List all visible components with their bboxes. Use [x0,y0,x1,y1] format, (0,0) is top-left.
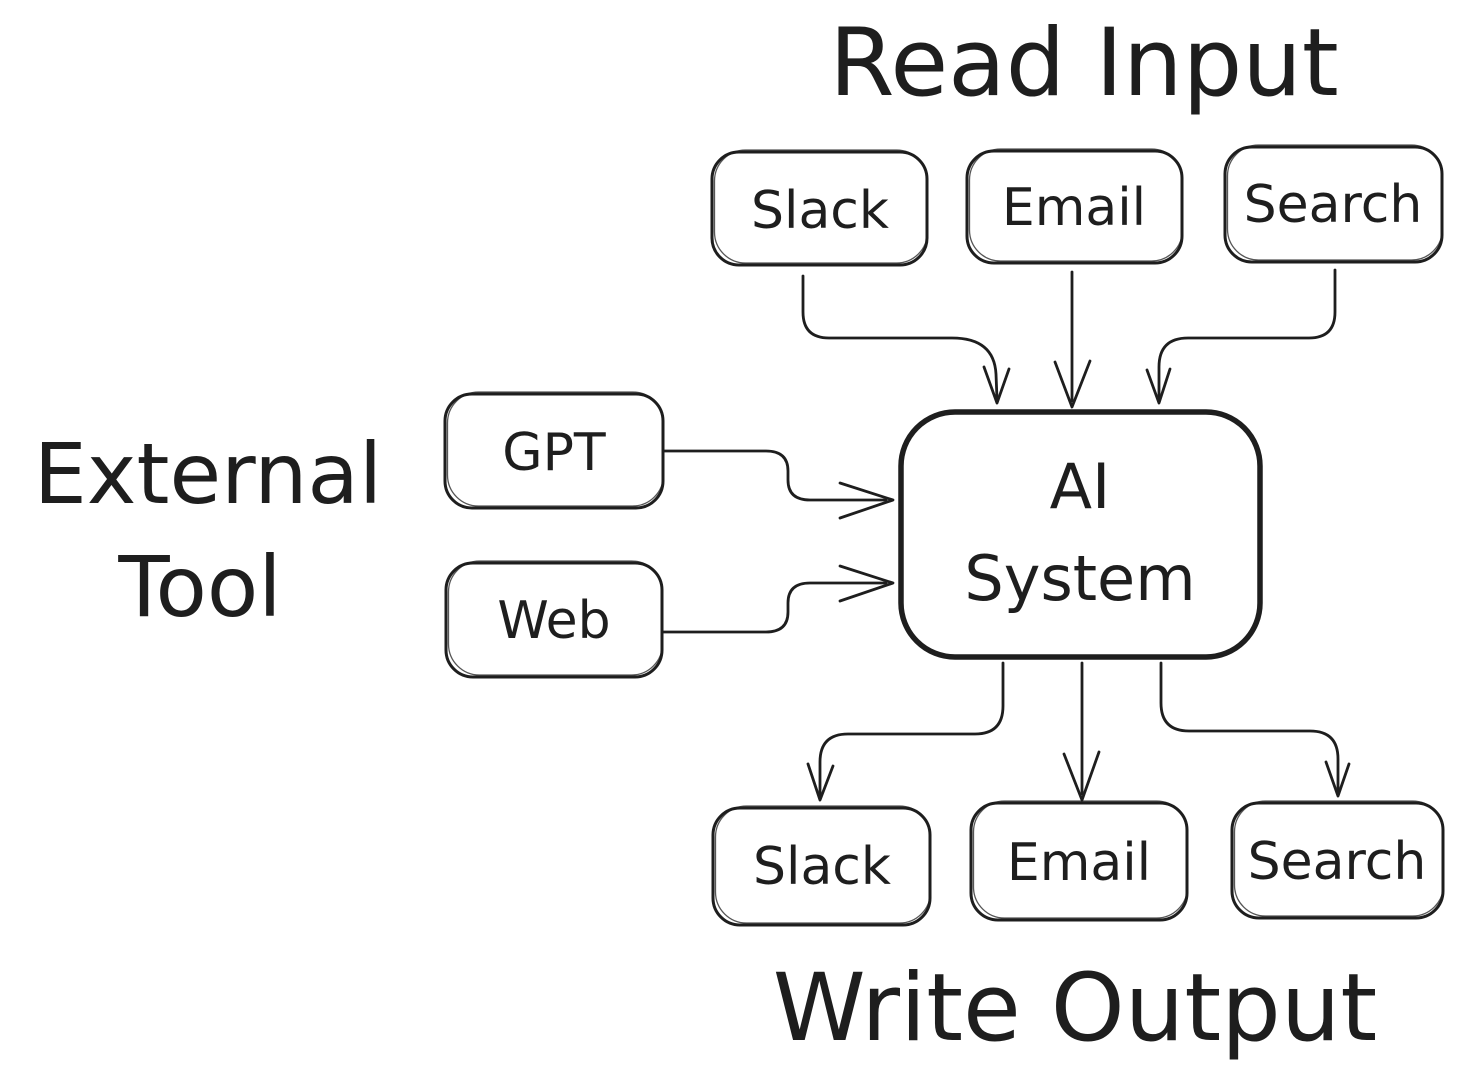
node-output-slack: Slack [711,805,932,927]
node-web: Web [444,560,664,679]
node-input-search-label: Search [1244,175,1423,235]
node-output-slack-label: Slack [753,837,891,897]
node-ai-system: AI System [898,409,1263,660]
node-input-email-label: Email [1002,178,1146,238]
node-input-email: Email [965,148,1184,265]
node-web-label: Web [497,591,610,651]
node-output-email-label: Email [1007,833,1151,893]
title-read-input: Read Input [829,9,1338,118]
arrow-input-search-to-ai [1145,268,1337,405]
label-external: External [34,425,383,523]
node-gpt: GPT [443,391,665,510]
arrow-web-to-ai [660,564,895,634]
title-write-output: Write Output [773,954,1378,1063]
arrow-ai-to-output-slack [806,661,1005,802]
node-ai-system-label-line2: System [964,542,1195,615]
node-output-email: Email [969,800,1189,922]
arrow-input-slack-to-ai [801,274,1011,405]
label-tool: Tool [117,538,281,636]
node-input-slack: Slack [710,149,929,267]
node-output-search: Search [1230,800,1445,920]
node-ai-system-label-line1: AI [1050,450,1111,523]
arrow-gpt-to-ai [661,449,895,520]
node-output-search-label: Search [1248,832,1427,892]
arrow-ai-to-output-search [1159,661,1351,798]
node-input-slack-label: Slack [751,181,889,241]
arrow-ai-to-output-email [1062,661,1101,802]
arrow-input-email-to-ai [1053,270,1092,409]
node-gpt-label: GPT [502,423,606,483]
node-input-search: Search [1223,144,1444,264]
